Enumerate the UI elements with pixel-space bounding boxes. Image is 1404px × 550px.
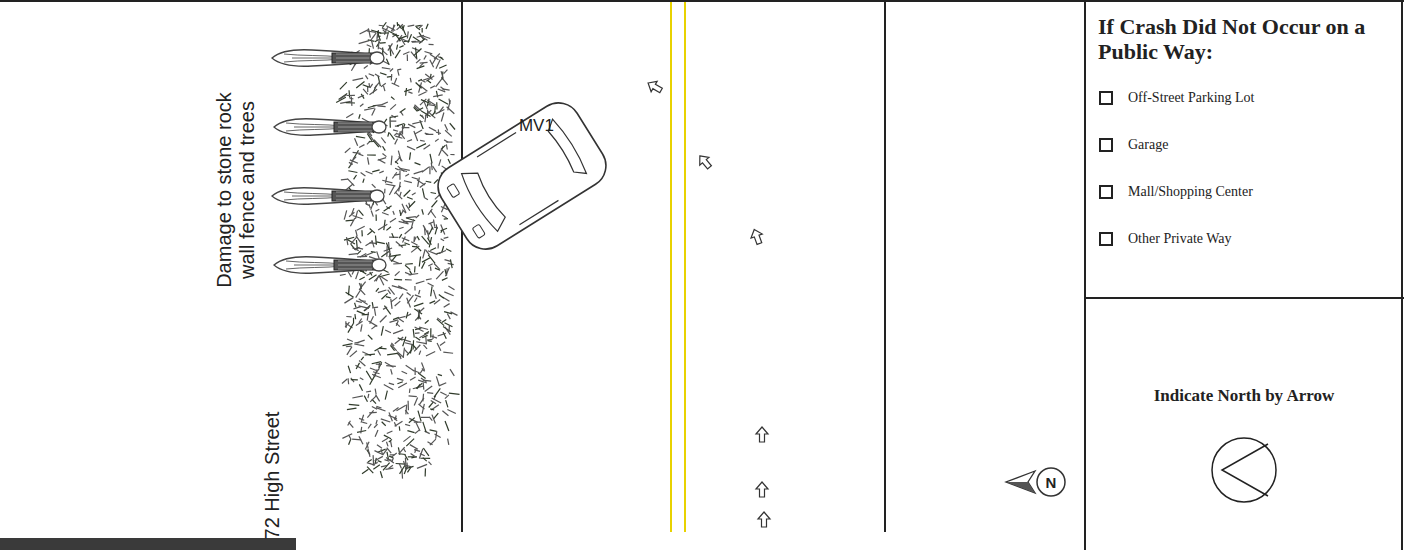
travel-arrow [695,152,714,171]
checkbox-label: Mall/Shopping Center [1128,184,1388,200]
frame-line [1401,0,1403,550]
travel-arrow [749,227,765,245]
tree-symbol [274,257,386,273]
panel-divider [1085,297,1404,299]
panel-heading: If Crash Did Not Occur on a Public Way: [1098,14,1394,65]
north-arrow [1222,444,1268,496]
travel-arrow [758,512,770,527]
vehicle: MV1 [432,92,612,260]
north-circle [1212,438,1276,502]
tree-symbol [274,119,386,135]
checkbox [1100,233,1112,245]
street-address: 72 High Street [261,400,284,550]
travel-arrow [645,78,664,96]
north-compass: N [1036,467,1066,497]
checkbox-label: Off-Street Parking Lot [1128,90,1388,106]
road-edge [461,2,463,532]
vehicle-label: MV1 [519,116,554,136]
road-edge [884,2,886,532]
checkbox [1100,186,1112,198]
frame-line [0,0,1404,2]
center-line [670,2,672,532]
north-prompt: Indicate North by Arrow [1094,386,1394,406]
tree-symbol [272,188,384,204]
damage-note: Damage to stone rock wall fence and tree… [212,83,258,298]
tree-symbol [272,50,384,66]
form-bar [0,538,296,550]
panel-divider [1084,0,1086,550]
checkbox-label: Other Private Way [1128,231,1388,247]
north-letter: N [1046,474,1057,491]
stone-wall [336,22,459,479]
travel-arrow [756,482,768,497]
checkbox [1100,92,1112,104]
checkbox-label: Garage [1128,137,1388,153]
center-line [684,2,686,532]
travel-arrow [756,427,768,442]
checkbox [1100,139,1112,151]
